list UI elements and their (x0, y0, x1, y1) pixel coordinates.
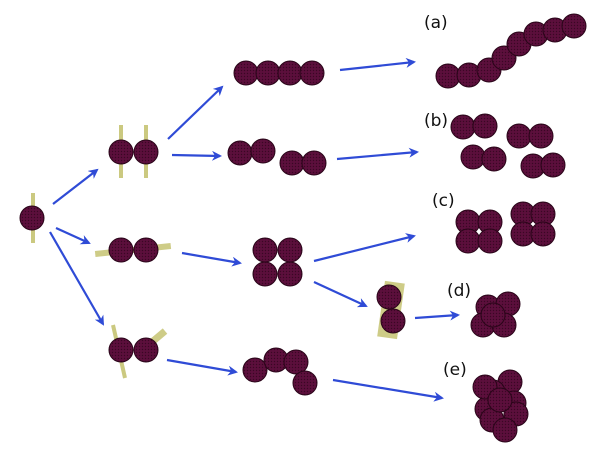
cell (283, 349, 309, 375)
label-b: (b) (424, 111, 448, 131)
arrow (166, 358, 238, 376)
cell (435, 63, 461, 89)
arrow (313, 233, 416, 263)
cell (455, 228, 481, 254)
cell (108, 337, 134, 363)
cell (242, 357, 268, 383)
cell (561, 13, 587, 39)
cell (376, 284, 402, 310)
cell (255, 60, 281, 86)
arrow (49, 231, 104, 326)
cell (481, 146, 507, 172)
cell (277, 261, 303, 287)
cell (301, 150, 327, 176)
arrow (336, 147, 419, 161)
arrow (181, 251, 242, 267)
cell (299, 60, 325, 86)
cell (250, 138, 276, 164)
cell (528, 123, 554, 149)
cell (277, 60, 303, 86)
arrow (339, 57, 416, 72)
cell (133, 337, 159, 363)
cell (279, 150, 305, 176)
label-a: (a) (424, 13, 448, 33)
cell (252, 237, 278, 263)
cell (480, 302, 506, 328)
cell (252, 261, 278, 287)
arrow (313, 281, 368, 308)
panel-labels: (a) (b) (c) (d) (e) (424, 13, 471, 380)
cell (292, 370, 318, 396)
arrow (52, 168, 99, 205)
cell (487, 387, 513, 413)
label-d: (d) (447, 281, 471, 301)
cell (460, 144, 486, 170)
cell (530, 221, 556, 247)
cell (133, 139, 159, 165)
arrow (332, 378, 444, 402)
label-c: (c) (432, 191, 455, 211)
cell (19, 205, 45, 231)
cell (540, 152, 566, 178)
cell (108, 237, 134, 263)
cell (492, 417, 518, 443)
cell (133, 237, 159, 263)
cell (472, 113, 498, 139)
cell (227, 140, 253, 166)
arrow (171, 150, 222, 161)
cell (380, 308, 406, 334)
cell (450, 114, 476, 140)
arrow (55, 226, 91, 245)
cell (108, 139, 134, 165)
arrows (49, 57, 460, 402)
cell (233, 60, 259, 86)
arrow (414, 310, 460, 321)
label-e: (e) (443, 360, 467, 380)
cells (19, 13, 587, 443)
cell (277, 237, 303, 263)
cell (477, 228, 503, 254)
arrow (167, 85, 224, 140)
cell (506, 123, 532, 149)
